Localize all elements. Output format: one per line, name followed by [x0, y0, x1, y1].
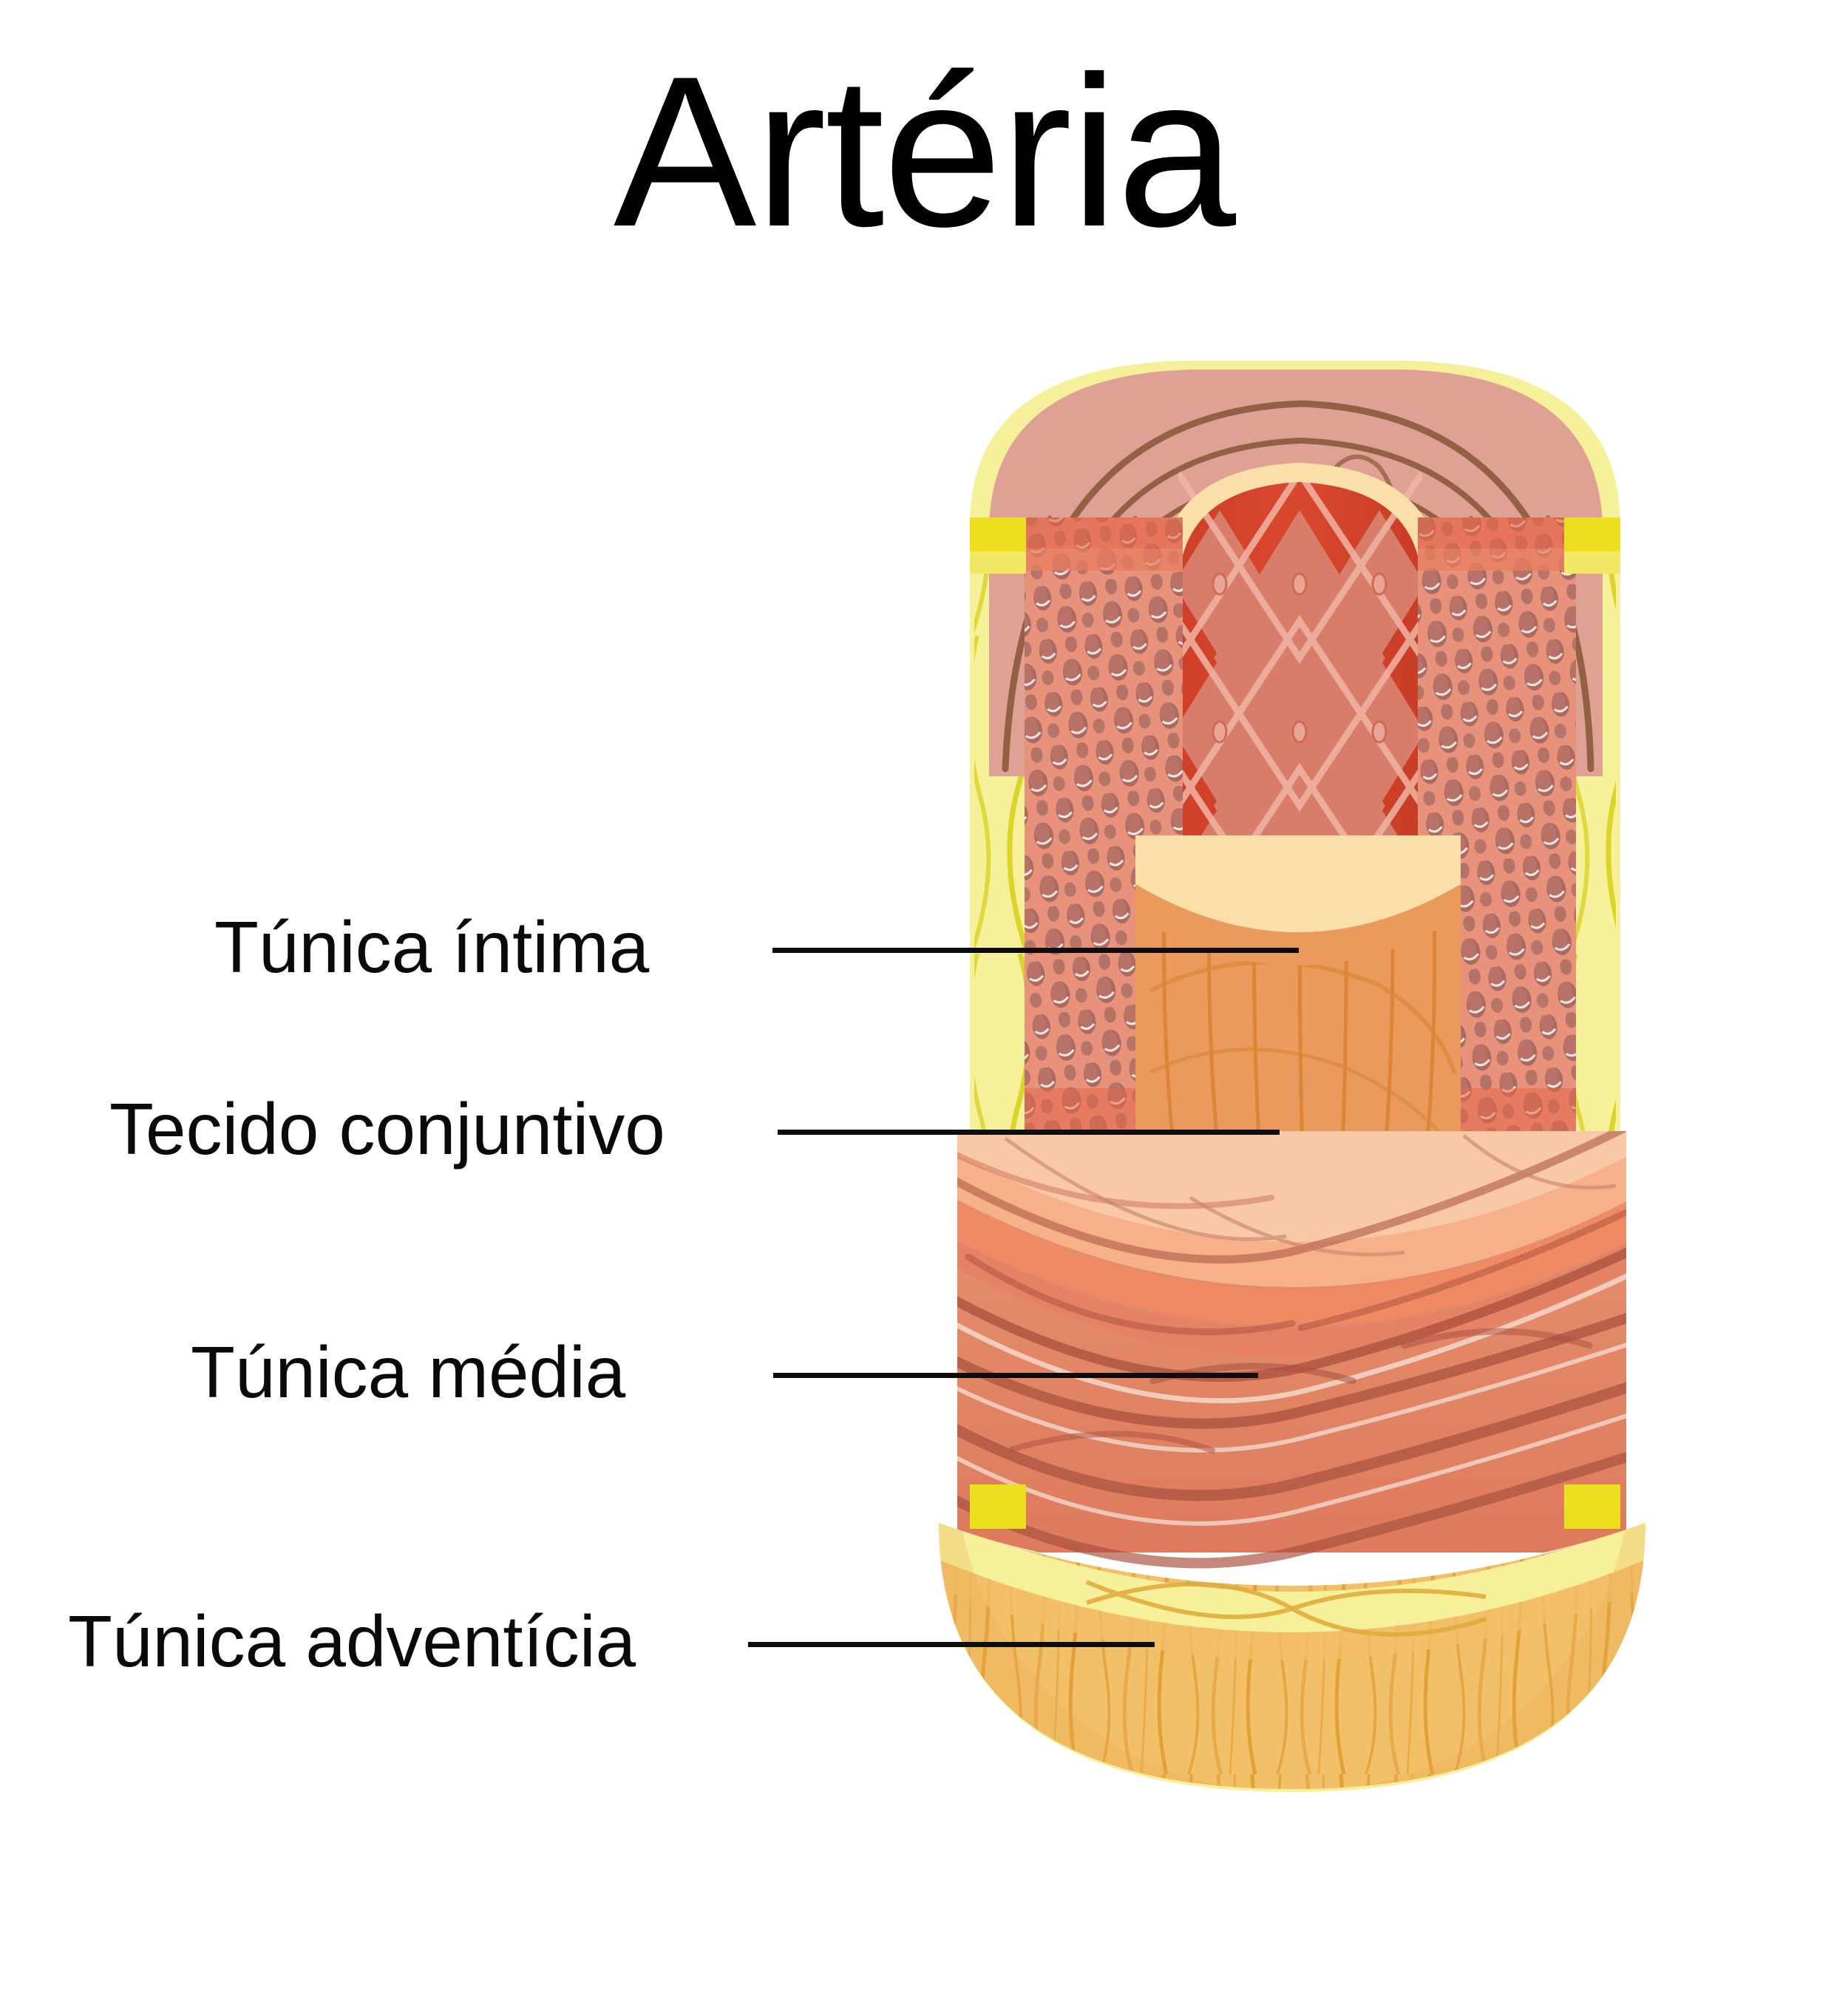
label-tunica-adventicia: Túnica adventícia: [68, 1601, 636, 1682]
label-tecido-conjuntivo: Tecido conjuntivo: [109, 1088, 665, 1170]
leader-line-tunica-media: [773, 1373, 1258, 1378]
tunica-media-layer: [957, 1131, 1626, 1569]
connective-tissue-layer: [1135, 835, 1461, 1153]
label-tunica-intima: Túnica íntima: [214, 906, 650, 988]
page-title: Artéria: [613, 32, 1236, 271]
leader-line-tunica-intima: [772, 948, 1299, 953]
leader-line-tecido-conjuntivo: [778, 1130, 1280, 1135]
leader-line-tunica-adventicia: [748, 1642, 1155, 1647]
sheath-band-upper: [970, 517, 1620, 574]
label-tunica-media: Túnica média: [191, 1331, 626, 1413]
sheath-band-lower: [970, 1484, 1620, 1529]
